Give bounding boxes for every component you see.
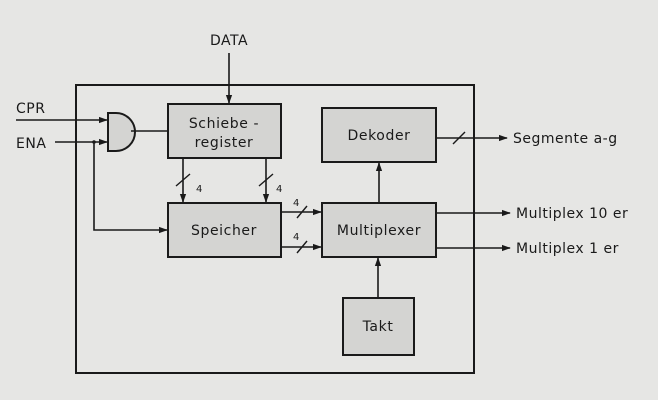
bus-tick xyxy=(175,173,191,187)
bus-tick xyxy=(258,173,274,187)
multiplexer-block: Multiplexer xyxy=(321,202,437,258)
shift-register-label-1: Schiebe - xyxy=(189,116,259,132)
bus-width-label: 4 xyxy=(276,184,282,195)
clock-block: Takt xyxy=(342,297,415,356)
cpr-input-label: CPR xyxy=(16,101,45,117)
shift-register-label-2: register xyxy=(195,135,254,151)
multiplexer-label: Multiplexer xyxy=(337,223,421,239)
data-input-label: DATA xyxy=(210,33,248,49)
and-gate xyxy=(107,112,136,152)
ic-outline xyxy=(75,84,475,374)
ena-to-memory-wire xyxy=(93,142,168,234)
bus-tick xyxy=(296,240,308,254)
bus-width-label: 4 xyxy=(293,232,299,243)
multiplex-1-output-label: Multiplex 1 er xyxy=(516,241,619,257)
bus-tick xyxy=(296,205,308,219)
decoder-block: Dekoder xyxy=(321,107,437,163)
bus-tick xyxy=(452,131,466,145)
shift-register-block: Schiebe - register xyxy=(167,103,282,159)
segments-output-label: Segmente a-g xyxy=(513,131,618,147)
memory-label: Speicher xyxy=(191,223,257,239)
ena-input-label: ENA xyxy=(16,136,46,152)
bus-width-label: 4 xyxy=(196,184,202,195)
memory-block: Speicher xyxy=(167,202,282,258)
decoder-label: Dekoder xyxy=(347,128,410,144)
multiplex-10-output-label: Multiplex 10 er xyxy=(516,206,628,222)
bus-width-label: 4 xyxy=(293,198,299,209)
junction-dot xyxy=(92,140,96,144)
clock-label: Takt xyxy=(362,319,394,335)
